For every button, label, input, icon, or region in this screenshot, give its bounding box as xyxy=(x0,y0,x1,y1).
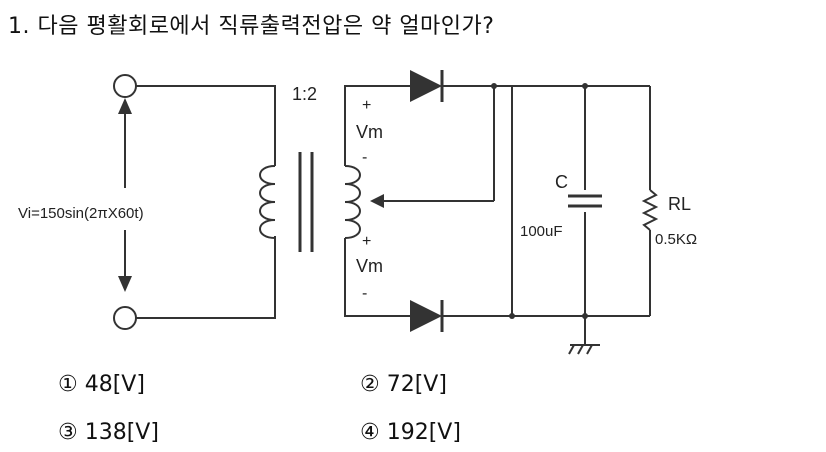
capacitor-label: C xyxy=(555,172,568,192)
load-resistor xyxy=(641,189,659,231)
center-tap-arrow xyxy=(370,194,384,208)
primary-wire-bottom xyxy=(136,236,276,319)
choice-3[interactable]: ③ 138[V] xyxy=(58,420,159,445)
choice-marker: ① xyxy=(58,372,78,397)
choice-value: 192[V] xyxy=(386,420,461,445)
choice-2[interactable]: ② 72[V] xyxy=(360,372,447,397)
input-terminal-bottom xyxy=(113,306,137,330)
vm-bottom-plus: + xyxy=(362,233,371,250)
source-label: Vi=150sin(2πX60t) xyxy=(18,205,144,222)
resistor-value: 0.5KΩ xyxy=(655,231,697,248)
secondary-wire-top xyxy=(344,85,410,166)
choice-4[interactable]: ④ 192[V] xyxy=(360,420,461,445)
question-text: 1. 다음 평활회로에서 직류출력전압은 약 얼마인가? xyxy=(8,8,494,40)
primary-coil xyxy=(259,165,276,239)
vm-top-label: Vm xyxy=(356,122,383,142)
vm-top-plus: + xyxy=(362,97,371,114)
choice-value: 72[V] xyxy=(386,372,447,397)
diode-bottom xyxy=(410,300,442,332)
choice-value: 138[V] xyxy=(84,420,159,445)
choice-marker: ② xyxy=(360,372,380,397)
choice-1[interactable]: ① 48[V] xyxy=(58,372,145,397)
input-terminal-top xyxy=(113,74,137,98)
choice-marker: ④ xyxy=(360,420,380,445)
choice-marker: ③ xyxy=(58,420,78,445)
resistor-label: RL xyxy=(668,194,691,214)
secondary-wire-bottom xyxy=(344,238,410,317)
source-arrow-down xyxy=(118,276,132,292)
choice-value: 48[V] xyxy=(84,372,145,397)
question-body: 다음 평활회로에서 직류출력전압은 약 얼마인가? xyxy=(37,14,495,39)
capacitor-value: 100uF xyxy=(520,223,563,240)
source-arrow-up xyxy=(118,98,132,114)
question-number: 1. xyxy=(8,14,30,39)
vm-bottom-minus: - xyxy=(362,285,367,302)
vm-top-minus: - xyxy=(362,149,367,166)
ratio-label: 1:2 xyxy=(292,84,317,104)
vm-bottom-label: Vm xyxy=(356,256,383,276)
primary-wire-top xyxy=(136,85,276,166)
diode-top xyxy=(410,70,442,102)
secondary-coil xyxy=(344,165,361,239)
